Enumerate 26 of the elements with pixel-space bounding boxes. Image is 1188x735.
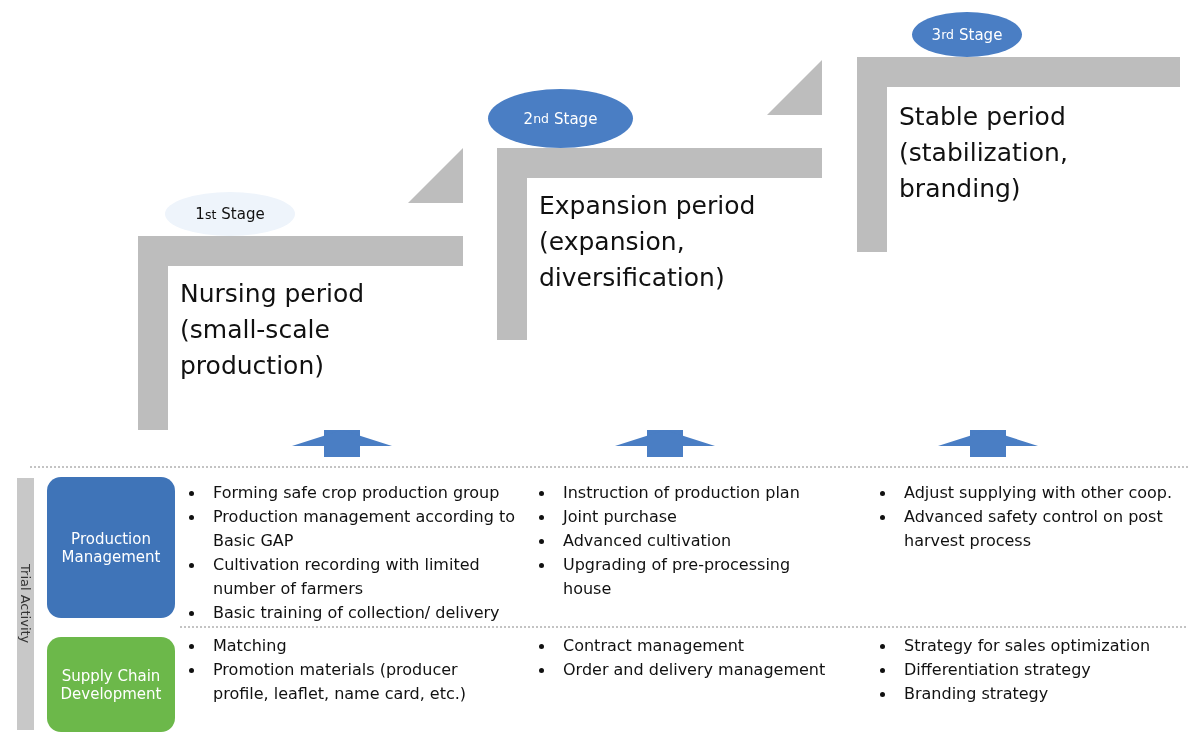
list-item: Instruction of production plan <box>535 481 835 505</box>
period-title: Nursing period (small-scale production) <box>180 278 366 382</box>
list-item: Basic training of collection/ delivery <box>185 601 530 625</box>
side-band: Trial Activity <box>17 478 34 730</box>
list-item: Branding strategy <box>876 682 1186 706</box>
period-title: Stable period (stabilization, branding) <box>899 101 1069 205</box>
list-item: Adjust supplying with other coop. <box>876 481 1186 505</box>
list-item: Joint purchase <box>535 505 835 529</box>
step-shape <box>497 148 822 340</box>
list-item: Advanced safety control on post harvest process <box>876 505 1186 553</box>
list-item: Differentiation strategy <box>876 658 1186 682</box>
list-item: Strategy for sales optimization <box>876 634 1186 658</box>
step-shape <box>857 57 1180 252</box>
step-shape <box>138 236 463 430</box>
list-item: Production management according to Basic GAP <box>185 505 530 553</box>
list-item: Advanced cultivation <box>535 529 835 553</box>
list-item: Promotion materials (producer profile, leaflet, name card, etc.) <box>185 658 485 706</box>
activity-box: Production Management <box>47 477 175 618</box>
list-item: Contract management <box>535 634 845 658</box>
list-item: Forming safe crop production group <box>185 481 530 505</box>
list-item: Upgrading of pre-processing house <box>535 553 835 601</box>
activity-box: Supply Chain Development <box>47 637 175 732</box>
list-item: Cultivation recording with limited number of farmers <box>185 553 530 601</box>
list-item: Matching <box>185 634 485 658</box>
period-title: Expansion period (expansion, diversification) <box>539 190 757 294</box>
list-item: Order and delivery management <box>535 658 845 682</box>
